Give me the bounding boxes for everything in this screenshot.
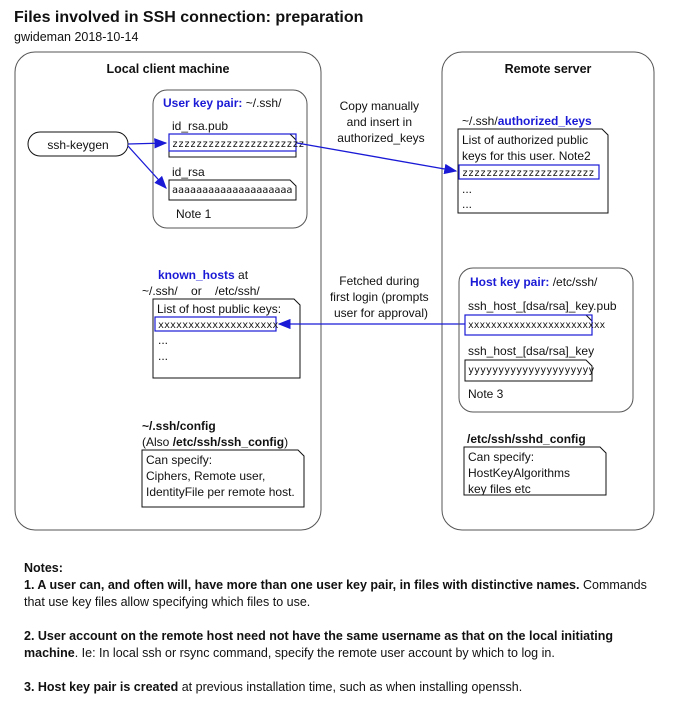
- user-key-pair-title: User key pair: ~/.ssh/: [163, 96, 282, 110]
- note-3: 3. Host key pair is created at previous …: [24, 680, 523, 694]
- host-priv-document: [464, 359, 593, 382]
- fetch-arrow-label: Fetched during first login (prompts user…: [330, 274, 432, 320]
- ssh-keygen-pill: [27, 131, 129, 157]
- host-pub-key-highlight: [464, 314, 593, 336]
- remote-server-panel: [441, 51, 655, 531]
- ssh-config-description: Can specify: Ciphers, Remote user, Ident…: [146, 453, 295, 499]
- ssh-keygen-label: ssh-keygen: [47, 138, 108, 152]
- diagram-subtitle: gwideman 2018-10-14: [14, 30, 138, 44]
- copy-arrow-label: Copy manually and insert in authorized_k…: [337, 99, 424, 145]
- known-hosts-paths: ~/.ssh/ or /etc/ssh/: [142, 284, 260, 298]
- note-3-label: Note 3: [468, 387, 504, 401]
- host-priv-filename: ssh_host_[dsa/rsa]_key: [468, 344, 594, 358]
- host-pub-filename: ssh_host_[dsa/rsa]_key.pub: [468, 299, 617, 313]
- host-pub-content: xxxxxxxxxxxxxxxxxxxxxxxx: [468, 320, 606, 331]
- notes-section: Notes: 1. A user can, and often will, ha…: [24, 560, 664, 696]
- id-rsa-content: aaaaaaaaaaaaaaaaaaaa: [172, 185, 292, 196]
- local-machine-heading: Local client machine: [107, 62, 230, 76]
- note-1: 1. A user can, and often will, have more…: [24, 578, 647, 609]
- known-hosts-ellipsis-2: ...: [158, 349, 168, 363]
- keygen-to-pub-arrow: [127, 138, 168, 149]
- known-hosts-title: known_hosts at: [158, 268, 249, 282]
- diagram-title: Files involved in SSH connection: prepar…: [14, 9, 363, 26]
- host-priv-content: yyyyyyyyyyyyyyyyyyyyy: [468, 365, 594, 376]
- ssh-diagram: Files involved in SSH connection: prepar…: [14, 9, 655, 531]
- authorized-keys-ellipsis-1: ...: [462, 182, 472, 196]
- authorized-keys-document: [457, 128, 609, 214]
- id-rsa-pub-content: zzzzzzzzzzzzzzzzzzzzzz: [172, 139, 304, 150]
- authorized-key-entry-highlight: [458, 164, 600, 180]
- note-2: 2. User account on the remote host need …: [24, 629, 614, 660]
- id-rsa-document: [168, 179, 297, 201]
- sshd-config-description: Can specify: HostKeyAlgorithms key files…: [468, 450, 573, 496]
- authorized-key-entry: zzzzzzzzzzzzzzzzzzzzzz: [462, 168, 594, 179]
- authorized-keys-ellipsis-2: ...: [462, 197, 472, 211]
- host-key-pair-title: Host key pair: /etc/ssh/: [470, 275, 598, 289]
- sshd-config-title: /etc/ssh/sshd_config: [467, 432, 586, 446]
- id-rsa-pub-key-highlight: [168, 133, 297, 152]
- copy-to-authorized-keys-arrow: [296, 142, 458, 175]
- notes-heading: Notes:: [24, 561, 63, 575]
- known-hosts-document: [152, 298, 301, 379]
- known-hosts-entry: xxxxxxxxxxxxxxxxxxxx: [158, 320, 278, 331]
- remote-server-heading: Remote server: [505, 62, 592, 76]
- host-key-pair-box: [458, 267, 634, 413]
- local-machine-panel: [14, 51, 322, 531]
- ssh-config-title: ~/.ssh/config: [142, 419, 216, 433]
- keygen-to-priv-arrow: [127, 145, 167, 189]
- id-rsa-filename: id_rsa: [172, 165, 205, 179]
- known-hosts-entry-highlight: [154, 316, 277, 332]
- known-hosts-ellipsis-1: ...: [158, 333, 168, 347]
- id-rsa-pub-filename: id_rsa.pub: [172, 119, 228, 133]
- user-key-pair-box: [152, 89, 308, 229]
- sshd-config-document: [463, 446, 607, 496]
- note-1-label: Note 1: [176, 207, 212, 221]
- ssh-config-document: [141, 449, 305, 508]
- known-hosts-list-title: List of host public keys:: [157, 302, 281, 316]
- ssh-config-also: (Also /etc/ssh/ssh_config): [142, 435, 288, 449]
- authorized-keys-description: List of authorized public keys for this …: [462, 133, 591, 163]
- authorized-keys-title: ~/.ssh/authorized_keys: [462, 114, 592, 128]
